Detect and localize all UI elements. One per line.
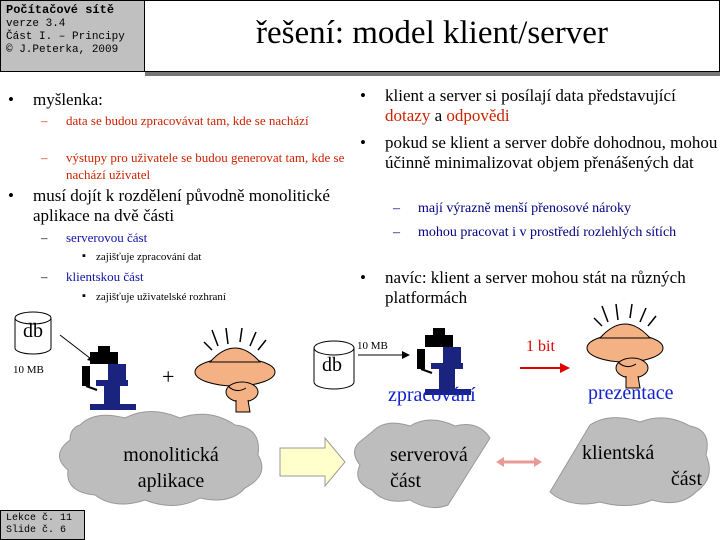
left-subsub-client: ▪zajišťuje uživatelské rozhraní: [82, 290, 226, 303]
server-line2: část: [390, 470, 422, 492]
arrow-db-to-processor: [59, 334, 96, 363]
left-subsub-server: ▪zajišťuje zpracování dat: [82, 250, 202, 263]
left-sub-output: –výstupy pro uživatele se budou generova…: [41, 150, 345, 182]
processor-icon-left: [82, 346, 136, 410]
left-bullet-split-text: musí dojít k rozdělení původně monolitic…: [33, 186, 330, 225]
left-sub-output-text: výstupy pro uživatele se budou generovat…: [66, 150, 345, 182]
transform-arrow: [279, 436, 346, 488]
left-subsub-server-text: zajišťuje zpracování dat: [96, 251, 202, 263]
client-line1: klientská: [582, 442, 655, 464]
presenter-icon-right: [586, 303, 664, 389]
right-bullet-agree-text: pokud se klient a server dobře dohodnou,…: [385, 133, 718, 172]
left-sub-server: –serverovou část: [41, 230, 148, 245]
size-label-right: 10 MB: [357, 340, 388, 352]
right-bullet-queries: dotazy: [385, 106, 431, 125]
title-bar: řešení: model klient/server: [145, 0, 720, 72]
right-bullet-data-text: klient a server si posílají data předsta…: [385, 86, 676, 105]
size-label-left: 10 MB: [13, 364, 44, 376]
left-sub-data-text: data se budou zpracovávat tam, kde se na…: [66, 113, 309, 128]
course-part: Část I. – Principy: [6, 31, 125, 43]
monolithic-line1: monolitická: [123, 444, 219, 466]
cloud-client-part: [549, 417, 710, 506]
right-sub-lower-text: mají výrazně menší přenosové nároky: [418, 201, 632, 216]
presentation-label: prezentace: [588, 382, 674, 404]
server-part-label: serverová část: [390, 442, 468, 494]
cloud-monolithic: [59, 411, 263, 506]
right-bullet-answers: odpovědi: [446, 106, 510, 125]
right-bullet-agree: •pokud se klient a server dobře dohodnou…: [360, 133, 718, 172]
left-bullet-idea: •myšlenka:: [8, 90, 103, 109]
slide-number: Slide č. 6: [6, 525, 67, 536]
course-copyright: © J.Peterka, 2009: [6, 44, 119, 56]
right-bullet-platforms-text: navíc: klient a server mohou stát na růz…: [385, 268, 686, 307]
db-label-right: db: [322, 354, 342, 376]
plus-sign: +: [162, 364, 175, 389]
left-subsub-client-text: zajišťuje uživatelské rozhraní: [96, 291, 226, 303]
right-bullet-data: •klient a server si posílají data předst…: [360, 86, 676, 125]
cloud-server-part: [354, 419, 491, 509]
client-part-label: klientská část: [582, 440, 702, 492]
right-bullet-and: a: [430, 106, 447, 125]
slide-title: řešení: model klient/server: [256, 15, 608, 51]
right-sub-wan: –mohou pracovat i v prostředí rozlehlých…: [393, 225, 677, 240]
title-shadow: [145, 72, 720, 76]
client-line2: část: [670, 468, 702, 490]
left-bullet-split: •musí dojít k rozdělení původně monoliti…: [8, 186, 330, 225]
database-icon-right: [313, 340, 355, 390]
left-sub-data: –data se budou zpracovávat tam, kde se n…: [41, 113, 309, 128]
presenter-icon-left: [194, 327, 276, 413]
monolithic-label: monolitická aplikace: [86, 442, 256, 494]
left-bullet-idea-text: myšlenka:: [33, 90, 103, 109]
right-sub-wan-text: mohou pracovat i v prostředí rozlehlých …: [418, 225, 677, 240]
processor-icon-right: [417, 328, 471, 395]
database-icon-left: [14, 311, 52, 355]
left-sub-server-text: serverovou část: [66, 230, 148, 245]
course-info-box: Počítačové sítě verze 3.4 Část I. – Prin…: [0, 0, 145, 72]
course-version: verze 3.4: [6, 18, 66, 30]
monolithic-line2: aplikace: [137, 470, 205, 492]
db-label-left: db: [23, 320, 43, 342]
processing-label: zpracování: [388, 384, 476, 406]
lecture-number: Lekce č. 11: [6, 513, 73, 524]
one-bit-label: 1 bit: [526, 338, 555, 355]
right-sub-lower: –mají výrazně menší přenosové nároky: [393, 201, 632, 216]
slide-footer: Lekce č. 11 Slide č. 6: [0, 510, 85, 540]
right-bullet-platforms: •navíc: klient a server mohou stát na rů…: [360, 268, 686, 307]
left-sub-client: –klientskou část: [41, 269, 144, 284]
left-sub-client-text: klientskou část: [66, 269, 144, 284]
server-line1: serverová: [390, 444, 468, 466]
course-title: Počítačové sítě: [6, 3, 115, 17]
